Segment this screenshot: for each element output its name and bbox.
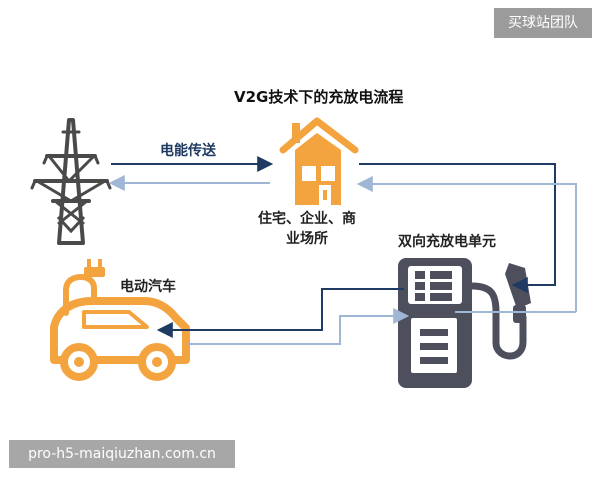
electric-vehicle-label: 电动汽车 [120,279,176,295]
residence-label: 住宅、企业、商业场所 [258,211,356,247]
house-to-charger-arrow [359,163,556,293]
electric-car-icon [50,259,190,381]
house-icon [279,117,359,205]
charging-unit-label: 双向充放电单元 [398,234,496,250]
transmission-tower-icon [30,118,112,245]
energy-flow-label: 电能传送 [160,143,216,159]
diagram-title: V2G技术下的充放电流程 [234,88,404,106]
watermark-badge: 买球站团队 [494,8,592,38]
charging-station-icon [398,258,531,388]
charger-to-car-arrow [156,288,404,338]
car-to-charger-return-arrow [187,308,410,345]
charger-to-house-return-arrow [356,176,577,312]
source-url-banner: pro-h5-maiqiuzhan.com.cn [9,440,235,468]
